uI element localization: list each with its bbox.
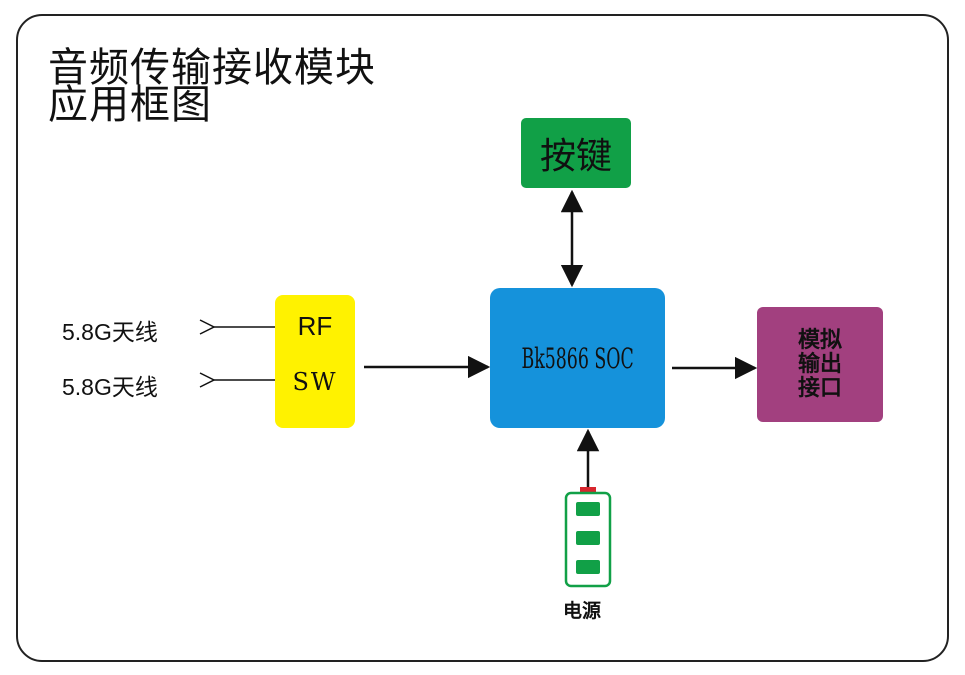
battery-level-bar — [576, 502, 600, 516]
soc-block: Bk5866 SOC — [490, 288, 665, 428]
sw-label: SW — [292, 368, 338, 396]
keys-block: 按键 — [521, 118, 631, 188]
rf-label: RF — [297, 311, 333, 341]
rf-switch-block: RF SW — [275, 295, 355, 428]
soc-label: Bk5866 SOC — [521, 341, 634, 375]
battery-level-bar — [576, 531, 600, 545]
diagram-title: 音频传输接收模块 应用框图 — [48, 45, 376, 128]
antenna-2-connector — [199, 372, 276, 388]
antenna-label-1: 5.8G天线 — [62, 319, 158, 345]
battery-level-bar — [576, 560, 600, 574]
power-label: 电源 — [563, 600, 602, 622]
antenna-label-2: 5.8G天线 — [62, 374, 158, 400]
title-line-2: 应用框图 — [48, 82, 212, 128]
analog-output-block: 模拟 输出 接口 — [757, 307, 883, 422]
keys-label: 按键 — [539, 136, 612, 177]
output-label-line-2: 输出 — [797, 351, 842, 377]
battery-icon — [564, 487, 612, 588]
output-label-line-3: 接口 — [797, 375, 842, 401]
diagram-frame — [16, 14, 949, 662]
title-line-1: 音频传输接收模块 — [48, 45, 376, 91]
antenna-1-connector — [199, 319, 276, 335]
output-label-line-1: 模拟 — [797, 327, 842, 353]
